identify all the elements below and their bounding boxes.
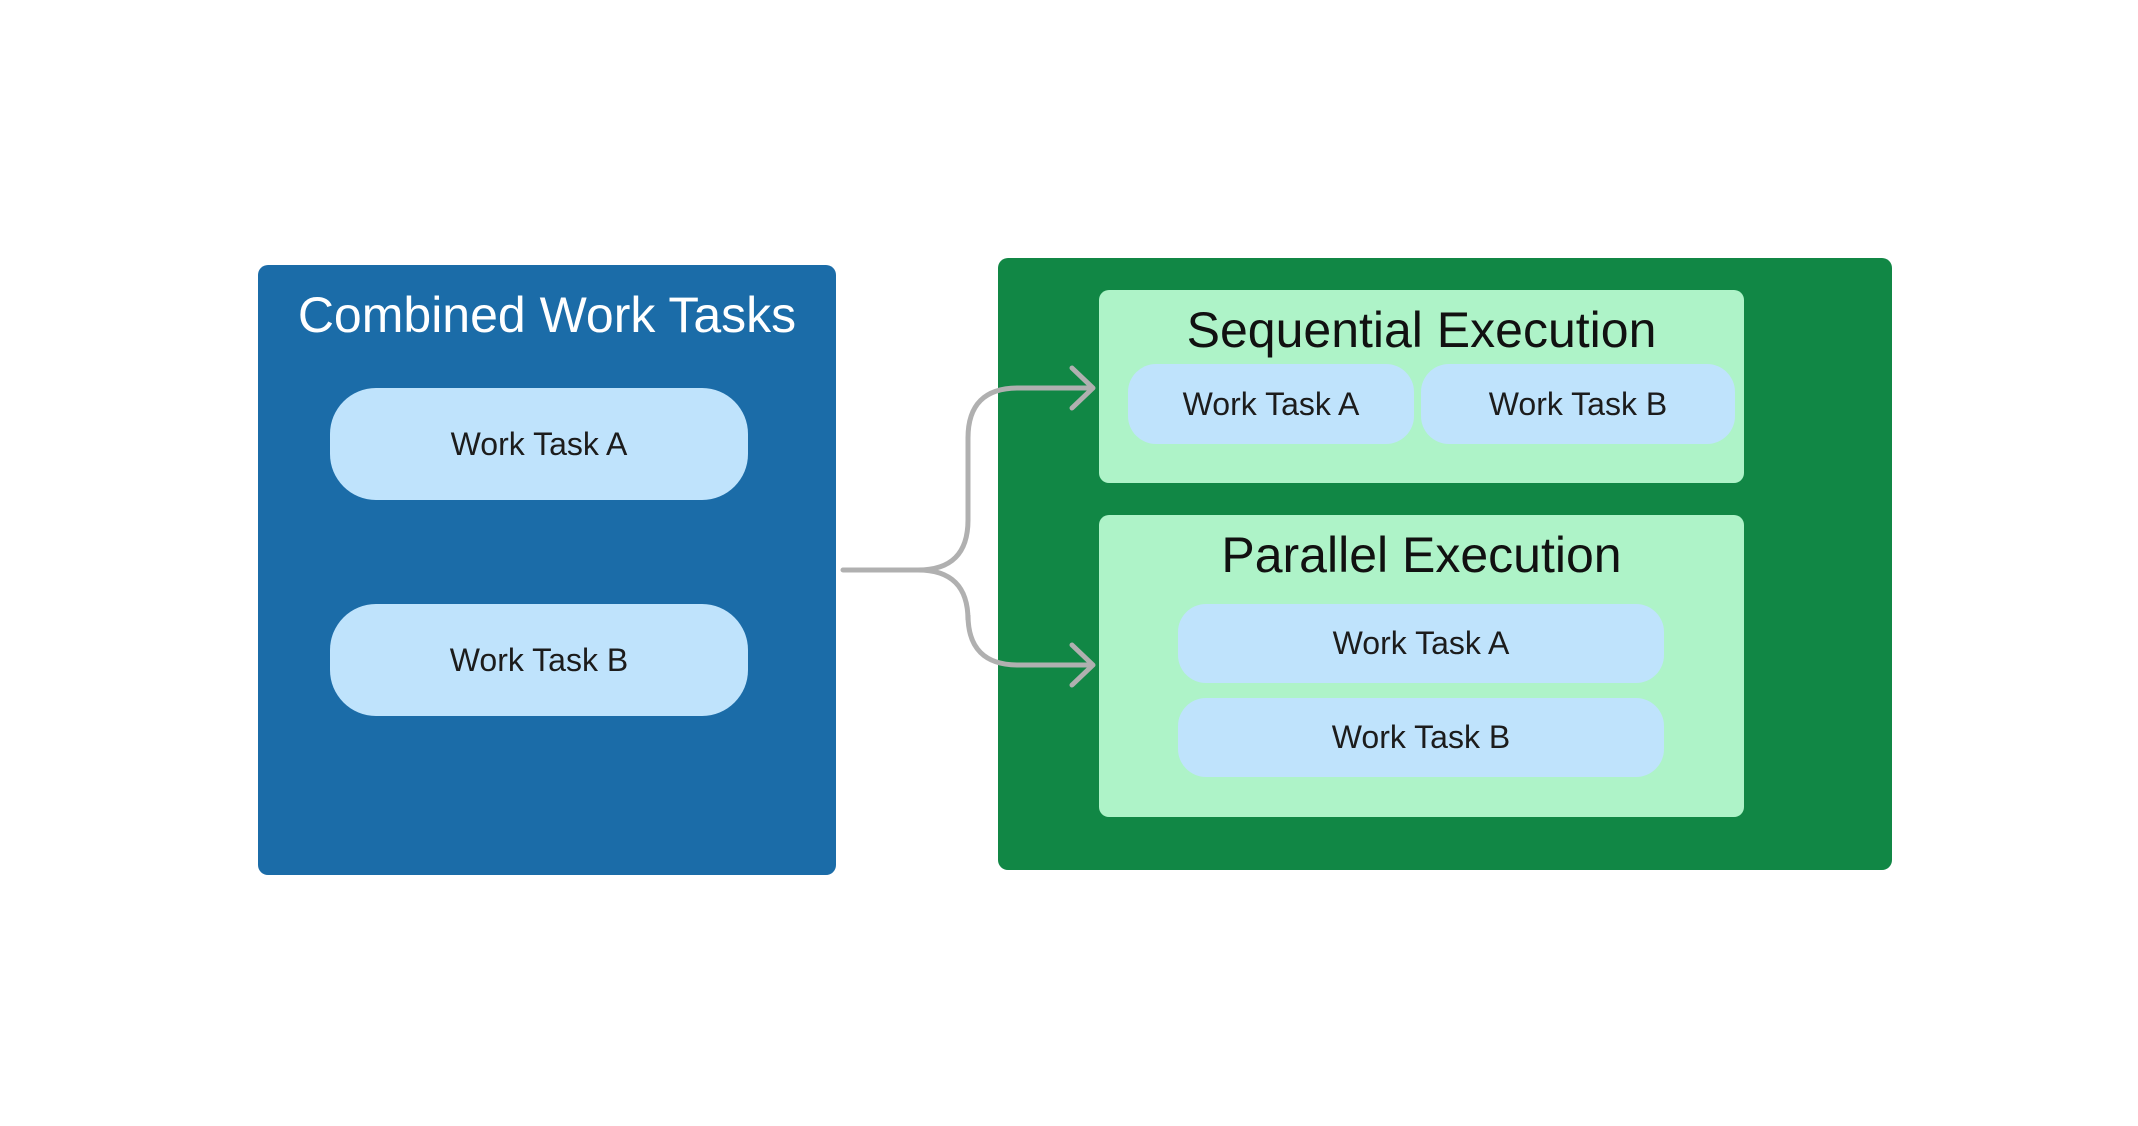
sequential-execution-title: Sequential Execution [1186, 302, 1657, 358]
parallel-work-task-b: Work Task B [1178, 698, 1664, 777]
parallel-work-task-a: Work Task A [1178, 604, 1664, 683]
sequential-work-task-a: Work Task A [1128, 364, 1414, 444]
parallel-execution-title: Parallel Execution [1221, 527, 1622, 583]
combined-work-tasks-panel: Combined Work Tasks [258, 265, 836, 875]
combined-work-task-b: Work Task B [330, 604, 748, 716]
combined-work-tasks-title: Combined Work Tasks [297, 287, 797, 343]
combined-work-task-a: Work Task A [330, 388, 748, 500]
sequential-work-task-b: Work Task B [1421, 364, 1735, 444]
